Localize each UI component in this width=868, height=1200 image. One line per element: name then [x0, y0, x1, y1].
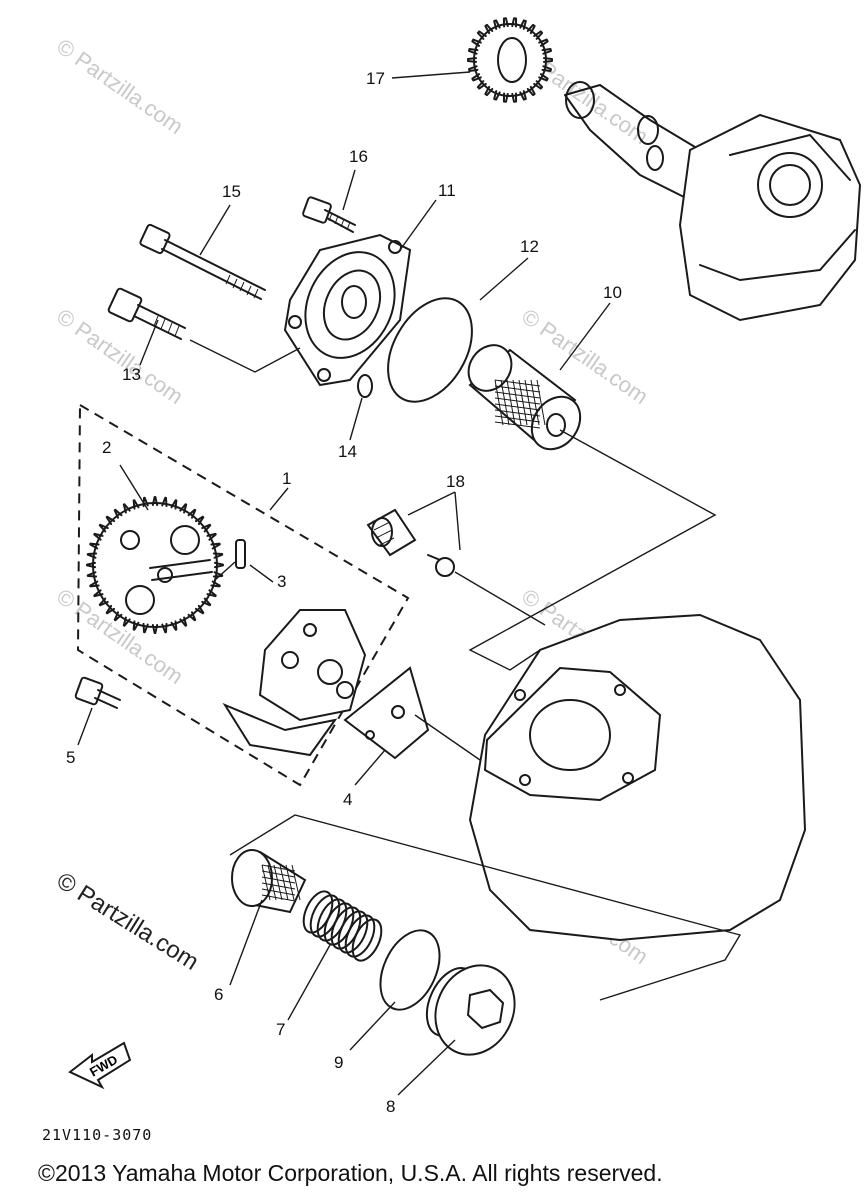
watermark-dark: © Partzilla.com	[52, 867, 203, 976]
bolt-13	[107, 287, 186, 340]
diagram-code: 21V110-3070	[42, 1126, 153, 1144]
callout-12: 12	[520, 237, 539, 256]
leader-lines	[189, 339, 742, 1001]
strainer-6	[231, 849, 307, 914]
spring-7	[302, 890, 383, 962]
pump-gear-2	[86, 496, 224, 634]
sprocket-17	[467, 17, 553, 103]
callout-2: 2	[102, 438, 111, 457]
oil-pump-body	[222, 609, 367, 757]
crankcase	[468, 613, 807, 942]
o-ring-14	[357, 374, 373, 398]
callout-14: 14	[338, 442, 357, 461]
drain-plug-8	[425, 964, 516, 1056]
callout-11: 11	[438, 181, 456, 200]
callout-1: 1	[282, 469, 291, 488]
gasket-plate-4	[343, 666, 430, 760]
bolt-15	[139, 223, 266, 300]
callout-13: 13	[122, 365, 141, 384]
callout-16: 16	[349, 147, 368, 166]
bolt-16	[302, 196, 356, 233]
fwd-arrow-icon: FWD	[68, 1041, 132, 1090]
callout-3: 3	[277, 572, 286, 591]
callout-17: 17	[366, 69, 385, 88]
copyright-notice: ©2013 Yamaha Motor Corporation, U.S.A. A…	[38, 1160, 663, 1186]
callout-6: 6	[214, 985, 223, 1004]
callout-leaders	[77, 71, 611, 1096]
callout-10: 10	[603, 283, 622, 302]
callout-7: 7	[276, 1020, 285, 1039]
bolt-5	[74, 676, 121, 709]
plug-18	[366, 508, 455, 577]
callout-8: 8	[386, 1097, 395, 1116]
watermark-1: © Partzilla.com	[52, 34, 188, 140]
crankshaft-assembly	[564, 81, 862, 322]
callout-15: 15	[222, 182, 241, 201]
filter-cover-11	[283, 233, 412, 387]
callout-18: 18	[446, 472, 465, 491]
oil-filter-10	[467, 344, 582, 451]
callout-labels: 1 2 3 4 5 6 7 8 9 10 11 12 13 14 15 16 1…	[66, 69, 622, 1116]
callout-9: 9	[334, 1053, 343, 1072]
pin-3	[235, 539, 246, 569]
o-ring-12	[387, 297, 473, 403]
callout-4: 4	[343, 790, 352, 809]
o-ring-9	[379, 929, 441, 1011]
oil-pump-assembly-group	[76, 403, 410, 787]
callout-5: 5	[66, 748, 75, 767]
